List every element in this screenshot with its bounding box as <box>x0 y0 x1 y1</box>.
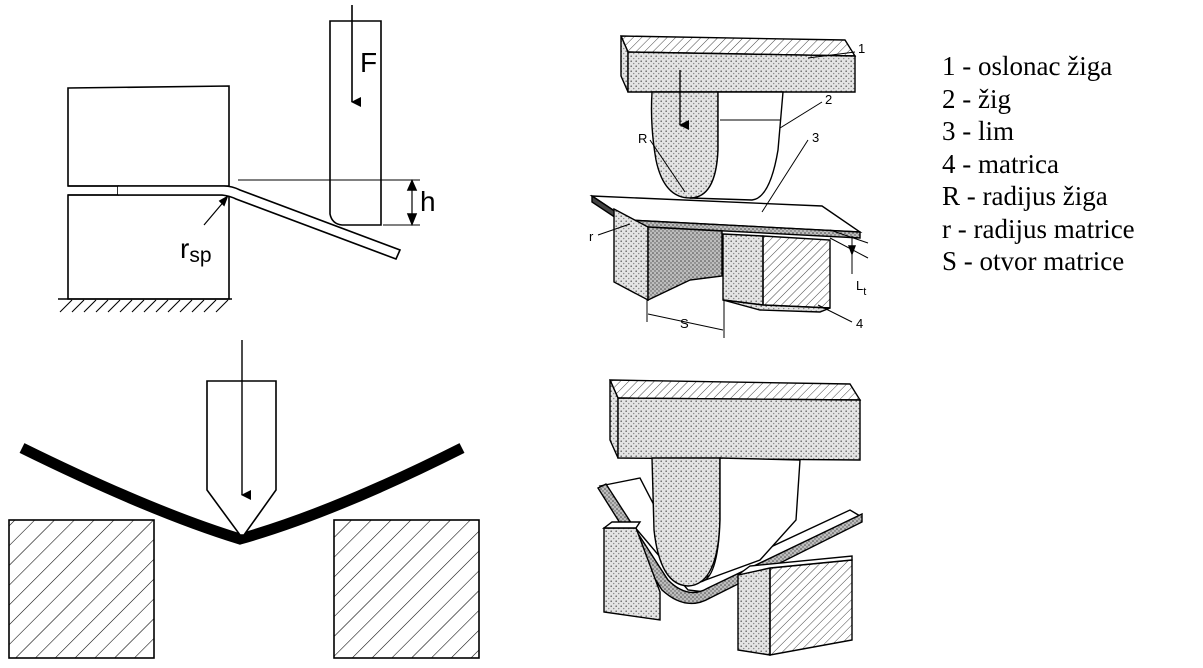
right-die-side <box>762 235 831 309</box>
v-bending-2d-diagram <box>8 340 480 659</box>
callout-1-leader <box>807 51 856 59</box>
r-die-leader <box>597 223 631 236</box>
die-opening-label: S <box>680 316 689 331</box>
closed-holder-top <box>608 379 862 401</box>
legend-item-3: 3 - lim <box>942 116 1014 146</box>
ground-hatching <box>59 299 229 313</box>
radius-sp-label: rsp <box>180 233 212 267</box>
punch-radius-label: R <box>638 131 647 146</box>
closed-punch-side <box>699 457 801 583</box>
callout-4-leader <box>817 304 853 323</box>
right-die-front <box>722 233 764 306</box>
right-die-end <box>722 299 831 313</box>
clamped-sheet-strip <box>118 185 402 261</box>
closed-right-die-side <box>769 559 853 656</box>
pressure-pad-block <box>67 85 230 187</box>
closed-punch-body <box>651 457 721 587</box>
legend-item-1: 1 - oslonac žiga <box>942 51 1113 81</box>
closed-left-die-top <box>601 521 642 529</box>
lt-arrow <box>847 245 857 256</box>
closed-right-die-top <box>737 555 853 576</box>
callout-1: 1 <box>858 41 865 56</box>
punch-side <box>689 91 784 201</box>
wiping-punch <box>329 20 382 226</box>
rsp-leader-arrow <box>218 195 229 207</box>
edge-bending-diagram <box>58 5 420 313</box>
legend-item-4: 4 - matrica <box>942 148 1059 179</box>
punch-holder-side <box>627 51 856 93</box>
closed-right-die-front <box>737 567 771 656</box>
v-bending-3d-closed <box>596 379 863 656</box>
left-die-side <box>647 226 723 302</box>
r-punch-leader <box>649 139 686 193</box>
legend-item-r: r - radijus matrice <box>942 213 1135 244</box>
v-bending-3d-open <box>589 35 869 338</box>
thickness-label: Lt <box>856 278 866 298</box>
lt-extension-top <box>829 229 869 244</box>
s-dimension-line <box>647 313 724 331</box>
lt-extension-bottom <box>829 237 869 259</box>
closed-holder-side <box>617 397 861 461</box>
callout-2: 2 <box>825 92 832 107</box>
force-label: F <box>360 47 377 78</box>
callout-4: 4 <box>856 316 863 331</box>
callout-3: 3 <box>812 130 819 145</box>
legend-item-R: R - radijus žiga <box>942 181 1108 211</box>
right-die-block <box>333 519 480 659</box>
left-die-block <box>8 519 155 659</box>
legend-item-S: S - otvor matrice <box>942 246 1125 276</box>
die-radius-label: r <box>589 229 594 244</box>
punch-body <box>650 91 719 199</box>
closed-sheet-front <box>596 483 863 605</box>
legend: 1 - oslonac žiga 2 - žig 3 - lim 4 - mat… <box>942 50 1135 278</box>
bent-sheet <box>19 443 465 545</box>
height-label: h <box>420 186 436 217</box>
callout-2-leader <box>779 101 823 129</box>
clamped-sheet <box>68 185 119 196</box>
h-arrow-bottom <box>406 213 418 227</box>
callout-3-leader <box>761 139 809 213</box>
legend-item-2: 2 - žig <box>942 83 1011 114</box>
h-arrow-top <box>406 179 418 191</box>
